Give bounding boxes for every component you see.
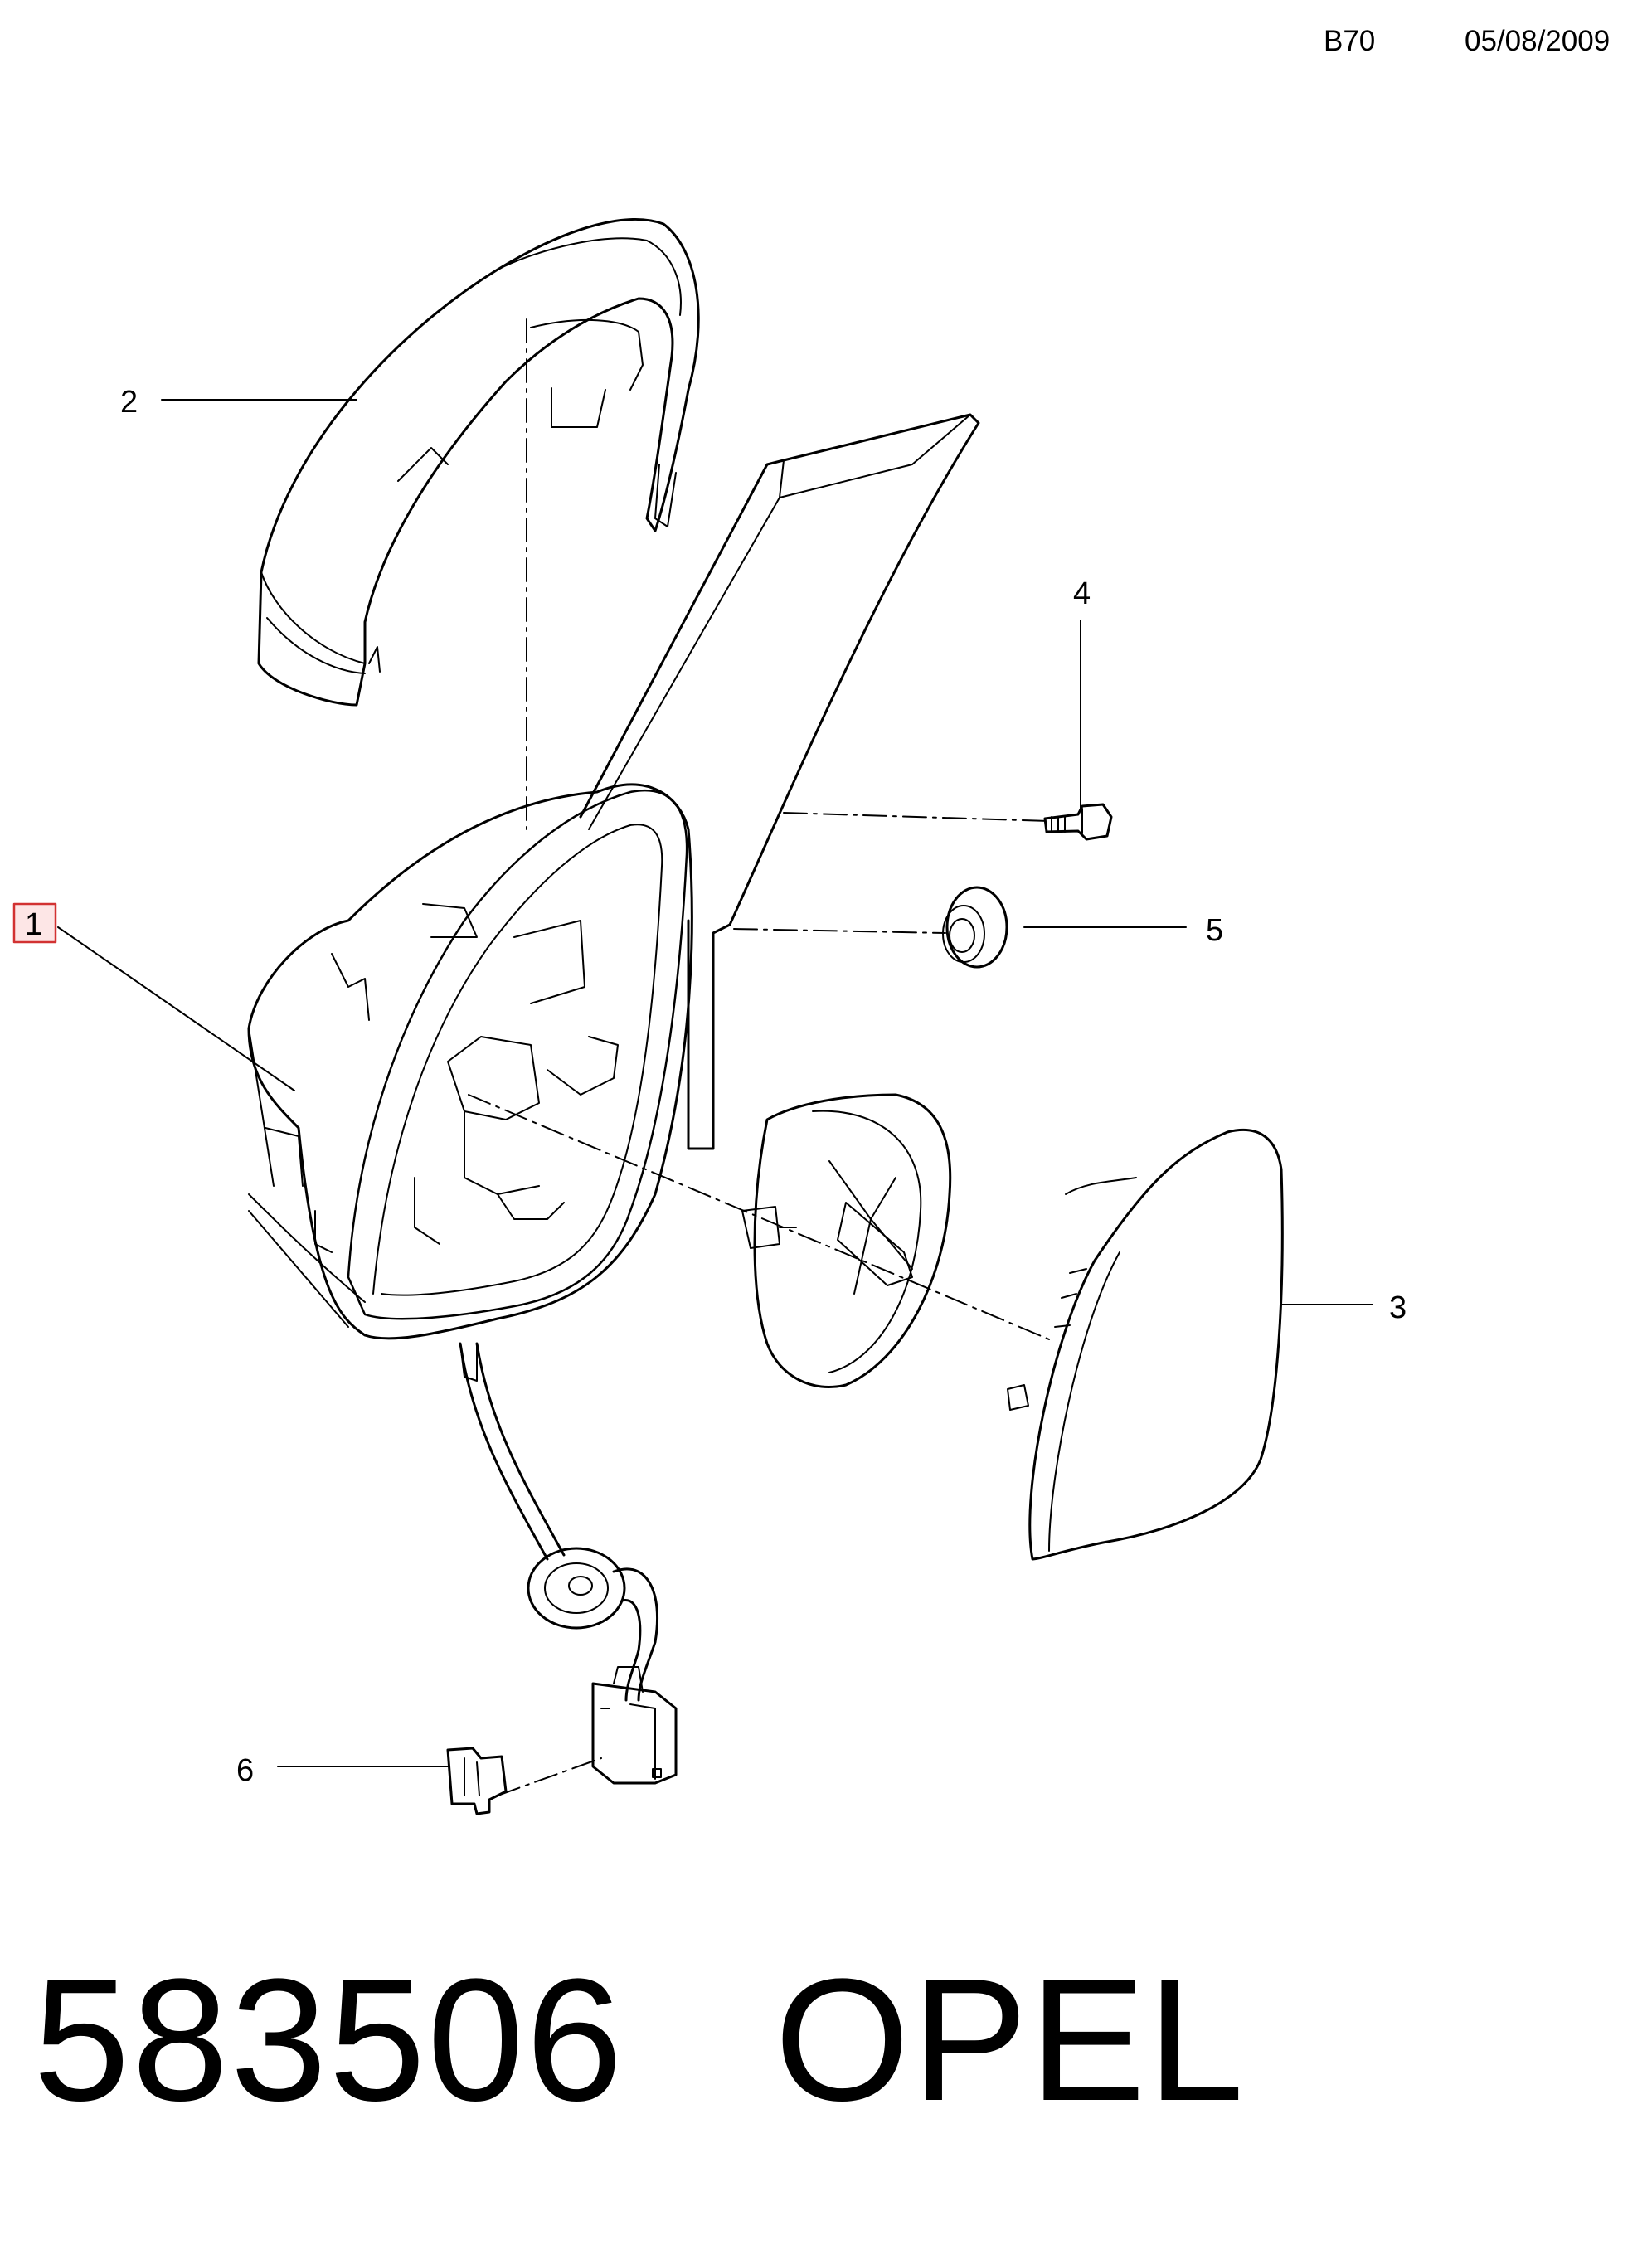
part-5-grommet[interactable] bbox=[942, 886, 1008, 969]
callout-2[interactable]: 2 bbox=[120, 385, 138, 420]
leader-lines bbox=[57, 399, 1373, 1767]
header-date: 05/08/2009 bbox=[1465, 25, 1611, 57]
header-code: B70 bbox=[1324, 25, 1376, 57]
callout-labels: 1 2 3 4 5 6 bbox=[12, 385, 1407, 1788]
part-4-screw[interactable] bbox=[1043, 803, 1113, 841]
callout-4[interactable]: 4 bbox=[1073, 576, 1091, 611]
callout-5[interactable]: 5 bbox=[1206, 913, 1223, 948]
part-number-title: 583506 OPEL bbox=[33, 1942, 1246, 2137]
part-2-mirror-cover[interactable] bbox=[257, 218, 700, 707]
mirror-adjust-motor[interactable] bbox=[741, 1093, 952, 1389]
callout-1-highlight-box bbox=[12, 902, 57, 944]
construction-lines bbox=[468, 318, 1050, 1796]
callout-1[interactable]: 1 bbox=[25, 907, 42, 942]
part-3-mirror-glass[interactable] bbox=[1007, 1128, 1284, 1561]
callout-3[interactable]: 3 bbox=[1389, 1290, 1407, 1325]
part-1-mirror-housing[interactable] bbox=[247, 413, 980, 1785]
callout-6[interactable]: 6 bbox=[236, 1753, 254, 1788]
part-6-clip[interactable] bbox=[446, 1747, 508, 1815]
